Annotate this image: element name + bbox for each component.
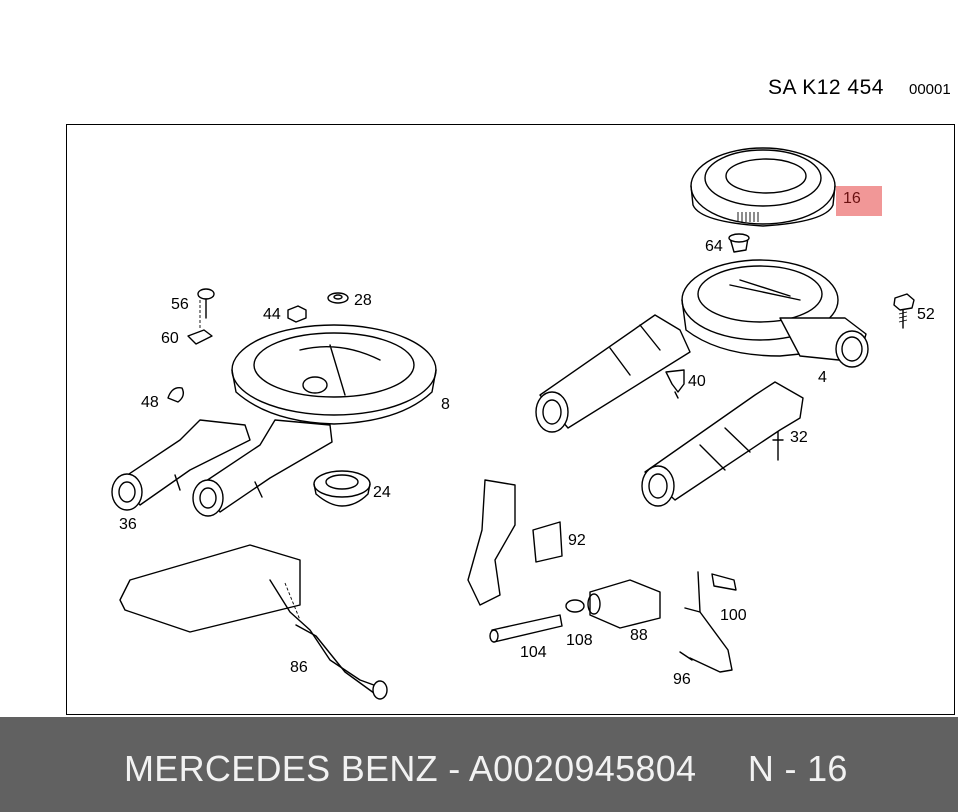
callout-28: 28 <box>354 292 372 309</box>
part-108-clamp[interactable] <box>565 599 585 613</box>
callout-4: 4 <box>818 369 827 386</box>
sheet-number: 00001 <box>909 81 951 98</box>
part-56-screw[interactable] <box>197 288 215 319</box>
part-96-holder[interactable] <box>679 571 733 673</box>
footer-bar <box>0 717 958 812</box>
footer-part-number: MERCEDES BENZ - A0020945804 N - 16 <box>124 748 848 789</box>
callout-24: 24 <box>373 484 391 501</box>
part-64-plug[interactable] <box>728 233 750 253</box>
leader-lines <box>199 300 301 621</box>
part-28-nut[interactable] <box>327 292 349 304</box>
part-40-valve[interactable] <box>665 369 685 399</box>
part-24-seal-ring[interactable] <box>313 470 371 507</box>
part-86-breather-hose[interactable] <box>119 544 388 700</box>
callout-96: 96 <box>673 671 691 688</box>
part-104-pipe[interactable] <box>489 614 563 643</box>
callout-36: 36 <box>119 516 137 533</box>
part-52-screw[interactable] <box>893 293 915 329</box>
part-44-nut[interactable] <box>287 305 307 323</box>
callout-52: 52 <box>917 306 935 323</box>
highlight-box-16[interactable] <box>836 186 882 216</box>
part-16-filter-element[interactable] <box>690 147 836 227</box>
callout-60: 60 <box>161 330 179 347</box>
callout-40: 40 <box>688 373 706 390</box>
part-32-intake-tube[interactable] <box>641 381 804 507</box>
diagram-code: SA K12 454 <box>768 76 884 99</box>
callout-32: 32 <box>790 429 808 446</box>
part-100-screw[interactable] <box>711 573 737 591</box>
callout-104: 104 <box>520 644 547 661</box>
callout-44: 44 <box>263 306 281 323</box>
callout-64: 64 <box>705 238 723 255</box>
callout-86: 86 <box>290 659 308 676</box>
part-92-bracket[interactable] <box>467 479 563 606</box>
callout-48: 48 <box>141 394 159 411</box>
part-48-clamp[interactable] <box>167 387 185 403</box>
callout-88: 88 <box>630 627 648 644</box>
part-88-fuel-filter[interactable] <box>587 579 661 629</box>
callout-108: 108 <box>566 632 593 649</box>
callout-100: 100 <box>720 607 747 624</box>
part-4-filter-housing[interactable] <box>535 259 869 433</box>
callout-56: 56 <box>171 296 189 313</box>
part-8-filter-housing[interactable] <box>231 324 437 425</box>
part-60-clip[interactable] <box>187 329 213 345</box>
callout-8: 8 <box>441 396 450 413</box>
callout-92: 92 <box>568 532 586 549</box>
callout-16[interactable]: 16 <box>843 190 861 207</box>
part-36-intake-tubes[interactable] <box>111 419 333 517</box>
